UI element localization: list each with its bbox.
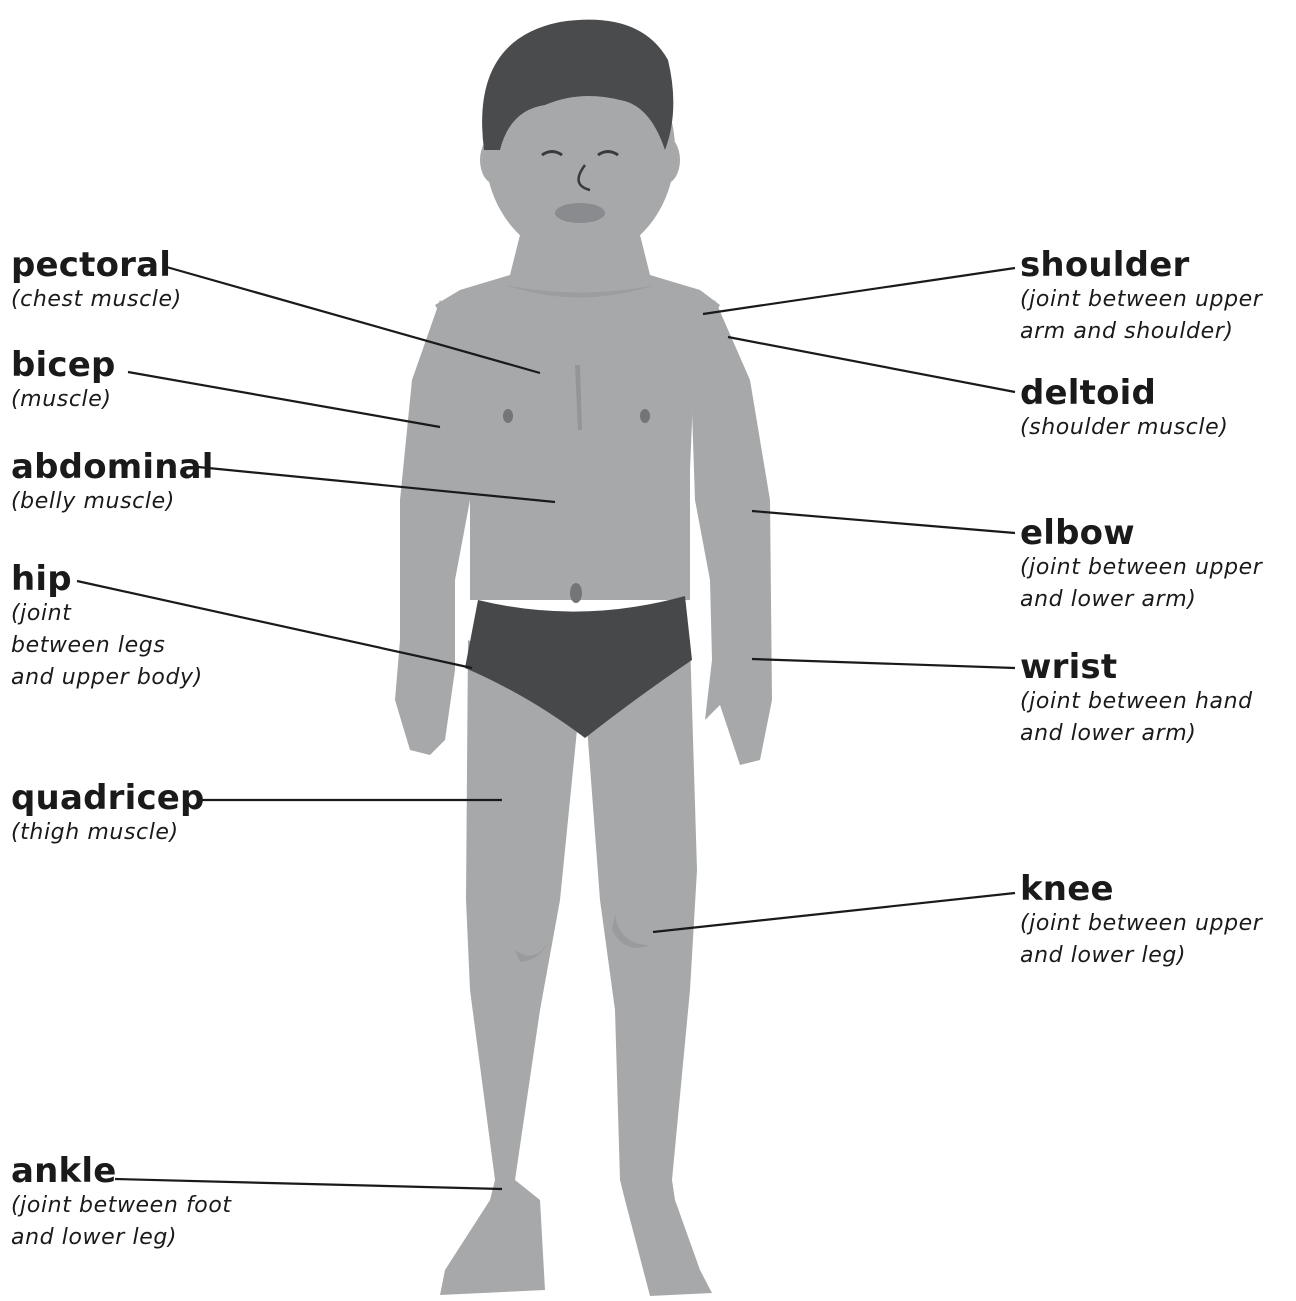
label-hip-desc: (joint between legs and upper body)	[11, 598, 203, 694]
right-leg	[440, 640, 580, 1295]
knee-leader	[653, 893, 1015, 932]
elbow-leader	[752, 511, 1015, 533]
label-hip: hip (joint between legs and upper body)	[11, 560, 203, 694]
label-deltoid-desc: (shoulder muscle)	[1020, 412, 1228, 444]
label-abdominal: abdominal (belly muscle)	[11, 448, 214, 518]
label-pectoral-term: pectoral	[11, 246, 182, 284]
label-wrist-desc: (joint between hand and lower arm)	[1020, 686, 1253, 750]
bicep-leader	[128, 372, 440, 427]
label-shoulder: shoulder (joint between upper arm and sh…	[1020, 246, 1262, 348]
label-bicep-term: bicep	[11, 346, 116, 384]
shoulder-leader	[703, 268, 1015, 314]
deltoid-leader	[728, 337, 1015, 392]
left-arm	[690, 300, 772, 765]
label-pectoral-desc: (chest muscle)	[11, 284, 182, 316]
label-abdominal-desc: (belly muscle)	[11, 486, 214, 518]
label-pectoral: pectoral (chest muscle)	[11, 246, 182, 316]
nipple-left	[640, 409, 650, 423]
label-shoulder-desc: (joint between upper arm and shoulder)	[1020, 284, 1262, 348]
label-ankle-term: ankle	[11, 1152, 232, 1190]
label-deltoid: deltoid (shoulder muscle)	[1020, 374, 1228, 444]
label-knee-desc: (joint between upper and lower leg)	[1020, 908, 1262, 972]
label-shoulder-term: shoulder	[1020, 246, 1262, 284]
label-quadricep-term: quadricep	[11, 779, 205, 817]
label-abdominal-term: abdominal	[11, 448, 214, 486]
label-knee: knee (joint between upper and lower leg)	[1020, 870, 1262, 972]
nipple-right	[503, 409, 513, 423]
label-knee-term: knee	[1020, 870, 1262, 908]
label-bicep-desc: (muscle)	[11, 384, 116, 416]
label-quadricep: quadricep (thigh muscle)	[11, 779, 205, 849]
label-elbow: elbow (joint between upper and lower arm…	[1020, 514, 1262, 616]
label-hip-term: hip	[11, 560, 203, 598]
label-ankle-desc: (joint between foot and lower leg)	[11, 1190, 232, 1254]
label-deltoid-term: deltoid	[1020, 374, 1228, 412]
mouth	[555, 203, 605, 223]
label-elbow-term: elbow	[1020, 514, 1262, 552]
wrist-leader	[752, 659, 1015, 668]
label-wrist-term: wrist	[1020, 648, 1253, 686]
label-ankle: ankle (joint between foot and lower leg)	[11, 1152, 232, 1254]
label-wrist: wrist (joint between hand and lower arm)	[1020, 648, 1253, 750]
right-arm	[395, 300, 475, 755]
left-leg	[585, 640, 712, 1296]
label-elbow-desc: (joint between upper and lower arm)	[1020, 552, 1262, 616]
navel	[570, 583, 582, 603]
label-quadricep-desc: (thigh muscle)	[11, 817, 205, 849]
label-bicep: bicep (muscle)	[11, 346, 116, 416]
